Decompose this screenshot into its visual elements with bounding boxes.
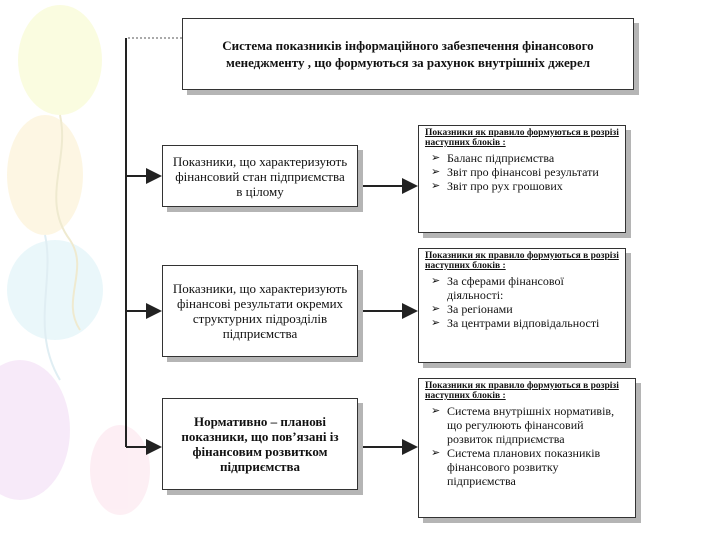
indicator-box-2: Показники, що характеризують фінансові р… (162, 265, 358, 357)
blocks-box-2-heading: Показники як правило формуються в розріз… (425, 251, 619, 271)
list-item: Система внутрішніх нормативів, що регулю… (425, 404, 629, 446)
list-item: За сферами фінансової діяльності: (425, 274, 619, 302)
indicator-box-1: Показники, що характеризують фінансовий … (162, 145, 358, 207)
indicator-box-3-text: Нормативно – планові показники, що пов’я… (181, 414, 339, 474)
blocks-box-2: Показники як правило формуються в розріз… (418, 248, 626, 363)
blocks-box-1-heading: Показники як правило формуються в розріз… (425, 128, 619, 148)
list-item: Баланс підприємства (425, 151, 619, 165)
list-item: Звіт про фінансові результати (425, 165, 619, 179)
list-item: Звіт про рух грошових (425, 179, 619, 193)
blocks-box-3: Показники як правило формуються в розріз… (418, 378, 636, 518)
indicator-box-1-text: Показники, що характеризують фінансовий … (172, 153, 348, 199)
blocks-box-1: Показники як правило формуються в розріз… (418, 125, 626, 233)
list-item: За центрами відповідальності (425, 316, 619, 330)
diagram-title-box: Система показників інформаційного забезп… (182, 18, 634, 90)
blocks-box-3-list: Система внутрішніх нормативів, що регулю… (425, 404, 629, 488)
indicator-box-2-text: Показники, що характеризують фінансові р… (172, 281, 348, 341)
blocks-box-2-list: За сферами фінансової діяльності: За рег… (425, 274, 619, 330)
diagram-title: Система показників інформаційного забезп… (222, 38, 594, 70)
blocks-box-1-list: Баланс підприємства Звіт про фінансові р… (425, 151, 619, 193)
list-item: Система планових показників фінансового … (425, 446, 629, 488)
indicator-box-3: Нормативно – планові показники, що пов’я… (162, 398, 358, 490)
list-item: За регіонами (425, 302, 619, 316)
blocks-box-3-heading: Показники як правило формуються в розріз… (425, 381, 619, 401)
